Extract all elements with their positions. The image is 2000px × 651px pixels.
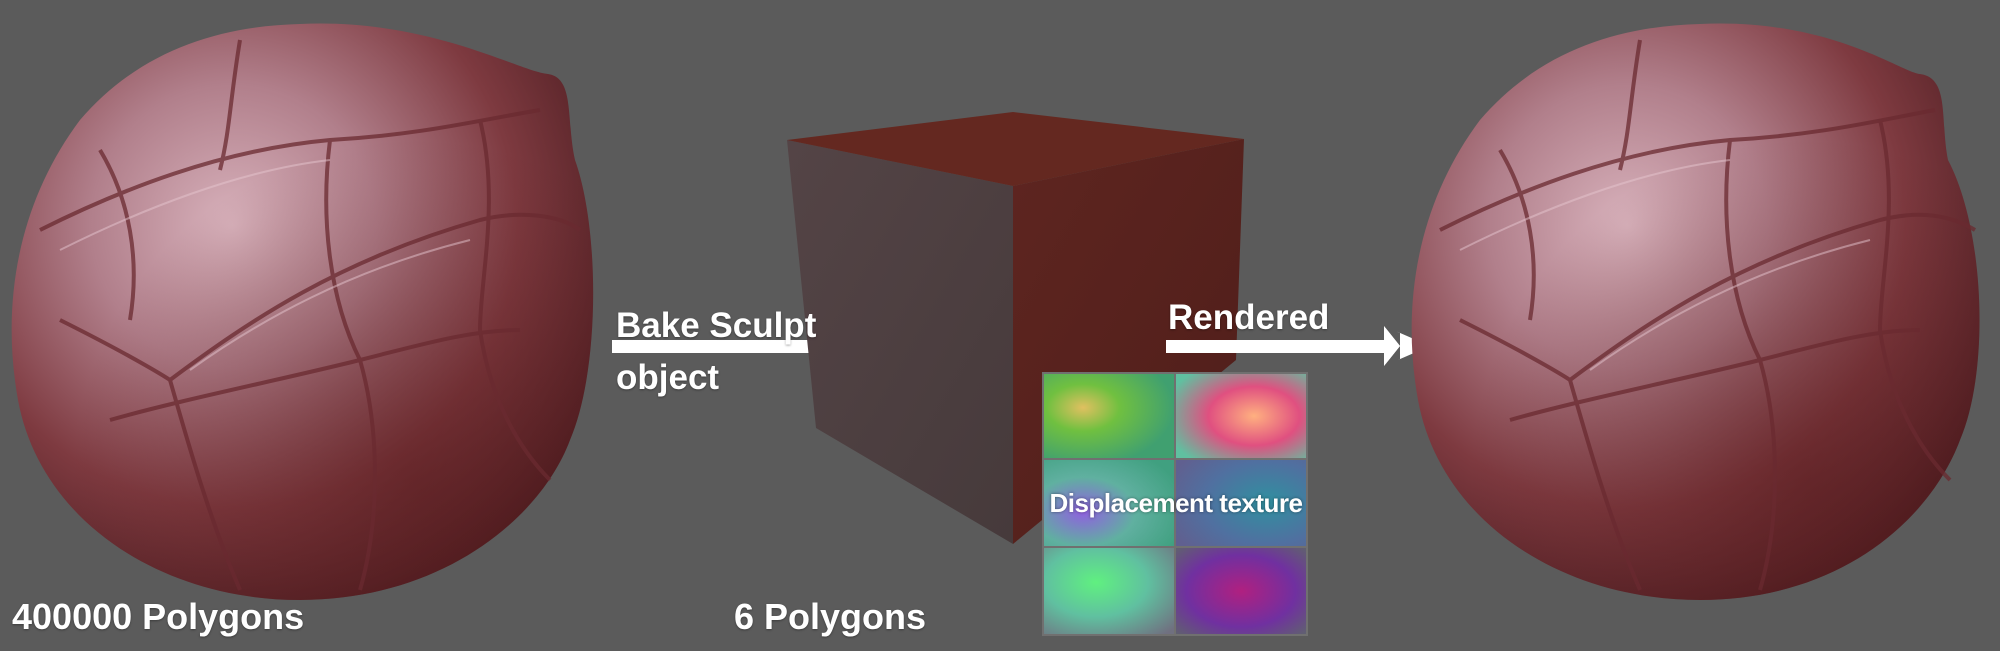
sculpted-sphere-left bbox=[11, 23, 594, 601]
tex-tile-6 bbox=[1176, 548, 1306, 634]
tex-tile-5 bbox=[1044, 548, 1174, 634]
cube-front-face bbox=[787, 140, 1013, 544]
cube-polygon-count: 6 Polygons bbox=[734, 596, 927, 637]
rendered-label: Rendered bbox=[1168, 298, 1330, 337]
bake-sculpt-label: Bake Sculpt object bbox=[616, 300, 816, 404]
rendered-sphere-right bbox=[1411, 23, 1980, 601]
bake-label-line2: object bbox=[616, 358, 720, 397]
bake-label-line1: Bake Sculpt bbox=[616, 306, 817, 345]
tex-tile-2 bbox=[1176, 374, 1306, 458]
tex-tile-4 bbox=[1176, 460, 1306, 546]
left-polygon-count: 400000 Polygons bbox=[12, 596, 305, 637]
displacement-texture-label: Displacement texture bbox=[1049, 488, 1303, 518]
sphere-creases bbox=[39, 39, 582, 591]
cube-top-face bbox=[787, 112, 1244, 186]
displacement-texture-image bbox=[1042, 372, 1308, 636]
tex-tile-3 bbox=[1044, 460, 1174, 546]
tex-tile-1 bbox=[1044, 374, 1174, 458]
render-arrow bbox=[1166, 326, 1430, 366]
